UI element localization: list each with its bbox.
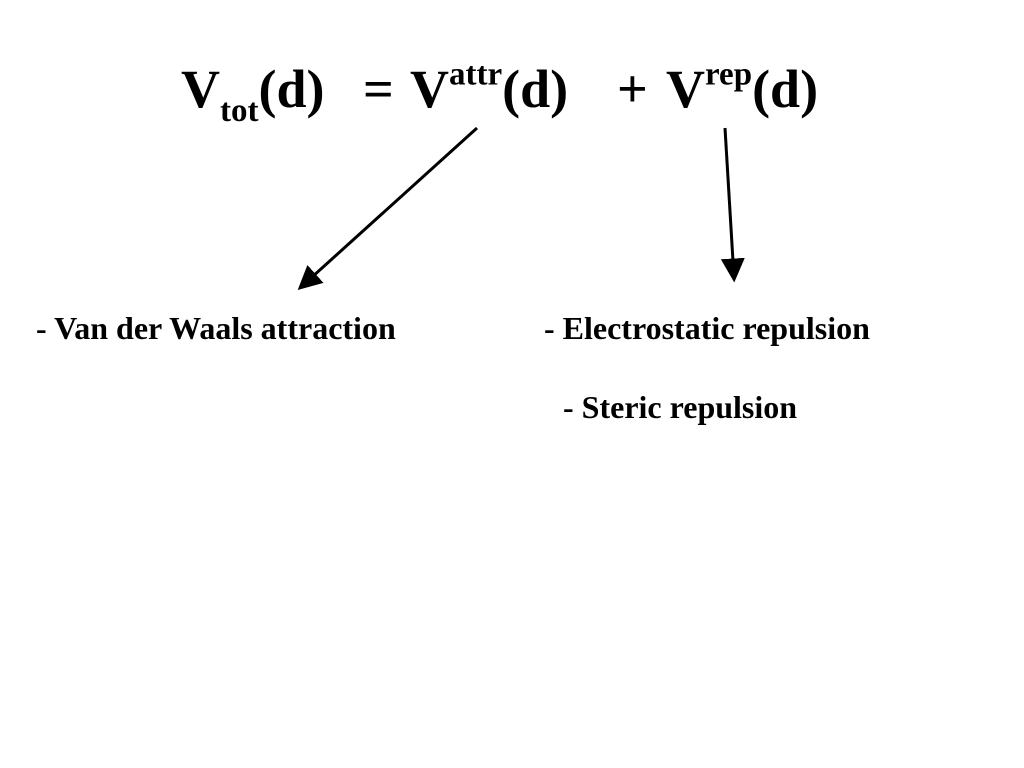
arrow-to-attraction [297,126,479,291]
arrow-to-repulsion [720,127,745,283]
distance-argument: (d) [752,59,819,119]
v-symbol: V [666,59,705,119]
plus-sign: + [617,59,648,119]
distance-argument: (d) [502,59,569,119]
v-total-term: Vtot(d) [181,59,325,127]
v-symbol: V [410,59,449,119]
attr-superscript: attr [449,56,503,93]
tot-subscript: tot [220,92,259,129]
distance-argument: (d) [258,59,325,119]
label-van-der-waals-attraction: - Van der Waals attraction [36,310,396,346]
v-symbol: V [181,59,220,119]
label-steric-repulsion: - Steric repulsion [563,389,798,425]
v-attraction-term: Vattr(d) [410,58,569,119]
equals-sign: = [363,59,394,119]
label-electrostatic-repulsion: - Electrostatic repulsion [544,310,870,346]
v-repulsion-term: Vrep(d) [666,58,819,119]
rep-superscript: rep [705,56,753,93]
